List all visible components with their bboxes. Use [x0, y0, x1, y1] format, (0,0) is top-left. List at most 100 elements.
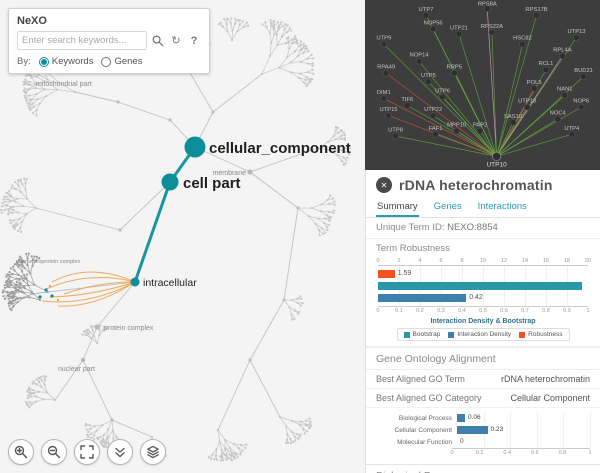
network-node-label: NAN1	[557, 87, 572, 93]
reset-icon[interactable]: ↻	[171, 35, 181, 47]
network-node[interactable]: SAS10	[504, 114, 522, 126]
node-membrane[interactable]	[247, 169, 253, 175]
app-title: NeXO	[17, 15, 47, 27]
fit-view-button[interactable]	[74, 439, 100, 465]
network-node[interactable]: UTP7	[419, 7, 434, 19]
highlight-edge	[57, 281, 136, 307]
tab-genes[interactable]: Genes	[433, 201, 462, 212]
help-icon[interactable]: ?	[190, 34, 198, 47]
network-node[interactable]: UTP8	[388, 128, 403, 140]
network-center-node[interactable]: UTP10	[486, 151, 507, 168]
network-edge	[479, 130, 497, 157]
highlight-edge	[51, 271, 136, 283]
network-node[interactable]: UTP18	[518, 99, 536, 111]
go-row-label: Best Aligned GO Category	[376, 393, 482, 403]
radio-keywords-input[interactable]	[38, 56, 49, 67]
tab-interactions[interactable]: Interactions	[477, 201, 527, 212]
axis-tick: 2	[397, 258, 401, 264]
axis-tick: 16	[542, 258, 550, 264]
legend-swatch	[519, 331, 526, 338]
radio-genes[interactable]: Genes	[101, 56, 142, 67]
network-node[interactable]: UTP5	[421, 73, 436, 85]
network-node[interactable]: TIF6	[401, 97, 413, 109]
close-term-button[interactable]: ✕	[376, 177, 392, 193]
network-node-label: UTP18	[518, 99, 536, 105]
network-node[interactable]: DIM1	[377, 90, 391, 102]
network-node[interactable]: RPL4A	[553, 48, 572, 60]
network-node[interactable]: RPS17B	[525, 7, 548, 19]
highlight-edge	[43, 277, 136, 291]
network-node[interactable]: NOC4	[550, 111, 567, 123]
bar-robustness: 1.59	[378, 268, 588, 280]
axis-tick: 0.2	[475, 450, 484, 456]
network-node[interactable]: MPP10	[447, 122, 466, 135]
network-node[interactable]: RRP5	[447, 65, 462, 77]
network-edge	[435, 133, 497, 157]
tab-summary[interactable]: Summary	[376, 196, 419, 217]
axis-tick: 10	[479, 258, 487, 264]
term-label: ribonucleoprotein complex	[16, 259, 80, 265]
network-node[interactable]: BUD21	[574, 68, 593, 80]
zoom-in-button[interactable]	[8, 439, 34, 465]
network-edge	[395, 135, 497, 157]
term-detail-header: ✕ rDNA heterochromatin	[366, 170, 600, 196]
network-node[interactable]: NOP56	[424, 20, 443, 33]
network-node[interactable]: UTP4	[564, 126, 580, 138]
network-edge	[496, 122, 514, 157]
zoom-out-button[interactable]	[41, 439, 67, 465]
go-alignment-heading: Gene Ontology Alignment	[366, 347, 600, 370]
network-node[interactable]: UTP21	[450, 26, 468, 38]
layers-button[interactable]	[140, 439, 166, 465]
network-node[interactable]: POL5	[527, 80, 542, 92]
node-cell-part[interactable]: cell part	[161, 173, 241, 193]
network-node[interactable]: RPA49	[377, 65, 395, 77]
node-protein-complex[interactable]	[94, 324, 100, 330]
axis-tick: 0	[376, 308, 380, 314]
axis-tick: 1	[586, 308, 590, 314]
go-category-label: Biological Process	[398, 414, 452, 422]
axis-tick: 6	[439, 258, 443, 264]
node-cellular-component[interactable]: cellular_component	[184, 136, 351, 158]
network-node-label: UTP8	[388, 128, 403, 134]
node-intracellular[interactable]: intracellular	[130, 277, 198, 289]
network-node[interactable]: NAN1	[557, 87, 572, 99]
network-node-label: NOC4	[550, 111, 567, 117]
network-node[interactable]: FAF1	[429, 126, 443, 138]
collapse-button[interactable]	[107, 439, 133, 465]
radio-keywords[interactable]: Keywords	[38, 56, 93, 67]
radio-genes-input[interactable]	[101, 56, 112, 67]
network-node[interactable]: UTP15	[379, 107, 398, 119]
axis-tick: 0.3	[437, 308, 445, 314]
network-node-label: TIF6	[401, 97, 413, 103]
network-node[interactable]: RPS8A	[478, 2, 497, 12]
network-node[interactable]: PAP2	[473, 122, 487, 135]
network-edge	[496, 15, 537, 157]
search-mode-label: By:	[17, 56, 31, 67]
network-node[interactable]: RCL1	[539, 61, 554, 73]
network-node[interactable]: UTP13	[567, 29, 586, 41]
search-icon[interactable]	[151, 34, 165, 48]
network-node[interactable]: NOP6	[573, 99, 589, 111]
network-edge	[442, 96, 497, 157]
network-node-label: UTP15	[379, 107, 397, 113]
network-node[interactable]: RPS22A	[481, 24, 503, 36]
network-node[interactable]: HSC82	[513, 36, 532, 48]
biological-process-heading: Biological Process	[366, 464, 600, 473]
term-title: rDNA heterochromatin	[399, 177, 553, 193]
node-nuclear-part[interactable]	[80, 357, 86, 363]
network-node-label: SAS10	[504, 114, 522, 120]
network-node[interactable]: UTP22	[424, 107, 442, 119]
network-node-label: UTP4	[564, 126, 580, 132]
network-node[interactable]: UTP6	[435, 88, 450, 101]
network-node[interactable]: NOP14	[410, 53, 430, 65]
go-score-value: 0	[460, 438, 464, 445]
network-node[interactable]: UTP9	[376, 36, 391, 48]
axis-tick: 0.2	[416, 308, 424, 314]
go-row-value: Cellular Component	[510, 393, 590, 403]
search-input[interactable]	[17, 31, 147, 50]
